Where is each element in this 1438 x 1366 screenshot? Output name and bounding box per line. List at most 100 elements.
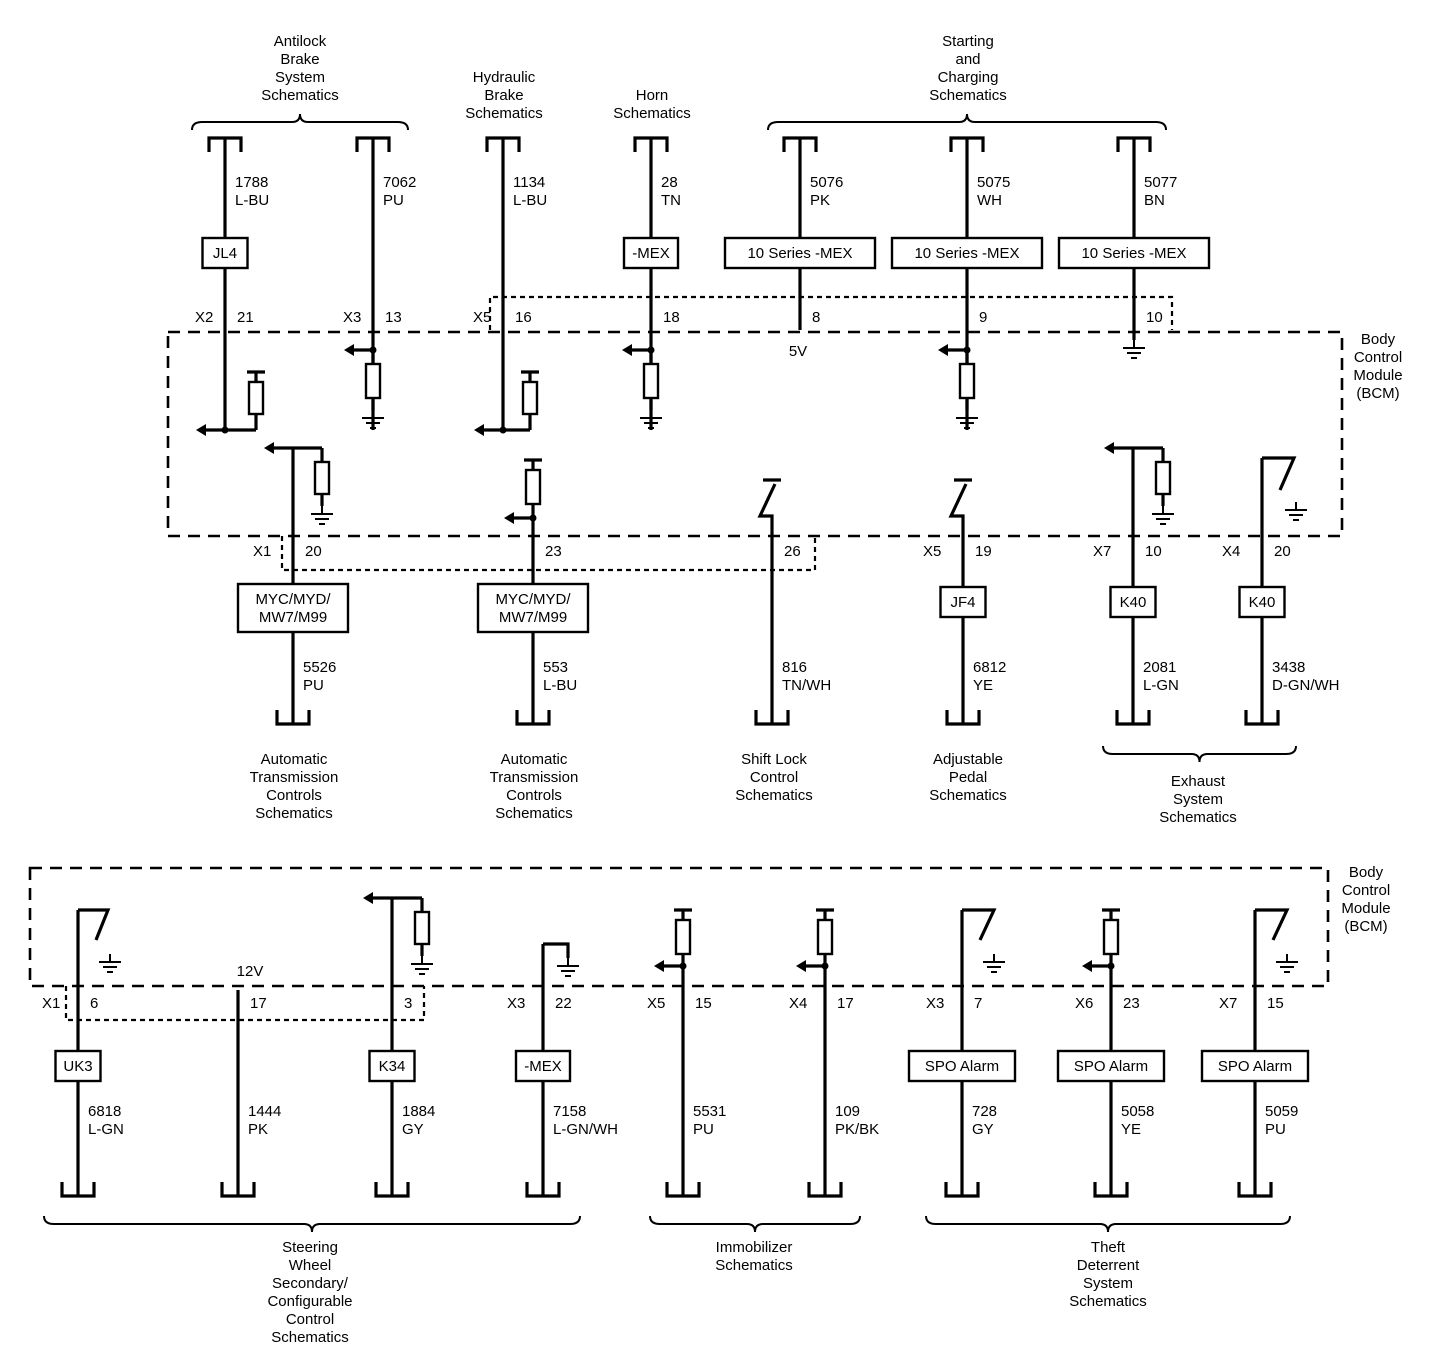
steering-label-line: Configurable [267, 1293, 352, 1310]
upper-wire-5076-color: PK [810, 192, 830, 209]
bottom-wire-6818-circuit: 6818 [88, 1103, 121, 1120]
bcm-label-top-line: Module [1353, 367, 1402, 384]
mex-ground-link [543, 942, 570, 958]
bottom-wire-1444-circuit: 1444 [248, 1103, 281, 1120]
x3-13-resistor [364, 362, 382, 400]
steering-label-line: Wheel [289, 1257, 332, 1274]
bottom-wire-6818-color: L-GN [88, 1121, 124, 1138]
x5-16-arrow [474, 424, 484, 436]
shift-lock-label-line: Shift Lock [741, 751, 807, 768]
upper-wire-5077-option-text: 10 Series -MEX [1081, 245, 1186, 262]
abs-group-brace [191, 113, 409, 131]
x4-17-resistor [816, 918, 834, 956]
bottom-wire-6818-connector [60, 1182, 96, 1198]
upper-wire-5076-pin: 8 [812, 309, 820, 326]
atc1-label-line: Automatic [261, 751, 328, 768]
pin23-resistor [524, 468, 542, 506]
lower-wire-3438-conn: X4 [1222, 543, 1240, 560]
pedal-label-line: Adjustable [933, 751, 1003, 768]
pedal-switch [948, 483, 968, 520]
upper-wire-28-option-text: -MEX [632, 245, 670, 262]
theft-group-brace [925, 1215, 1291, 1233]
bottom-wire-5058-option-box [1056, 1049, 1166, 1083]
starting-charging-label-line: and [955, 51, 980, 68]
bottom-wire-1444-pin: 17 [250, 995, 267, 1012]
lower-wire-6812-option-box [939, 585, 987, 619]
pin20-arrow [264, 442, 274, 454]
bottom-wire-5059-circuit: 5059 [1265, 1103, 1298, 1120]
bottom-wire-109-connector [807, 1182, 843, 1198]
upper-wire-5077-circuit: 5077 [1144, 174, 1177, 191]
bcm-label-bottom-line: Control [1342, 882, 1390, 899]
lower-wire-3438-color: D-GN/WH [1272, 677, 1340, 694]
x1-connector-group [280, 536, 817, 572]
bottom-wire-5531-connector [665, 1182, 701, 1198]
bottom-wire-5531-color: PU [693, 1121, 714, 1138]
atc1-label-line: Controls [266, 787, 322, 804]
lower-wire-5526-option-text: MYC/MYD/ [256, 591, 332, 608]
bottom-wire-7158-option-text: -MEX [524, 1058, 562, 1075]
lower-wire-2081-option-box [1109, 585, 1157, 619]
lower-wire-816-connector [754, 710, 790, 726]
x5-15-resistor [674, 918, 692, 956]
upper-wire-7062-circuit: 7062 [383, 174, 416, 191]
upper-wire-7062-pin: 13 [385, 309, 402, 326]
bottom-wire-7158-option-box [514, 1049, 572, 1083]
lower-wire-553-circuit: 553 [543, 659, 568, 676]
upper-wire-1788-pin: 21 [237, 309, 254, 326]
bottom-wire-5531-pin: 15 [695, 995, 712, 1012]
immobilizer-label-line: Schematics [715, 1257, 793, 1274]
bcm-boundary-top [166, 330, 1344, 538]
lower-wire-553-pin: 23 [545, 543, 562, 560]
theft-label-line: System [1083, 1275, 1133, 1292]
bottom-wire-6818-conn: X1 [42, 995, 60, 1012]
bcm-boundary-bottom [28, 866, 1330, 988]
bottom-wire-5059-option-box [1200, 1049, 1310, 1083]
k34-resistor [413, 910, 431, 946]
lower-wire-6812-pin: 19 [975, 543, 992, 560]
abs-schematics-label-line: Brake [280, 51, 319, 68]
upper-wire-1788-conn: X2 [195, 309, 213, 326]
bottom-wire-7158-color: L-GN/WH [553, 1121, 618, 1138]
bottom-wire-5058-circuit: 5058 [1121, 1103, 1154, 1120]
x6-23-node [1107, 962, 1115, 970]
pedal-label-line: Schematics [929, 787, 1007, 804]
lower-wire-3438-option-box [1238, 585, 1286, 619]
abs-schematics-label-line: System [275, 69, 325, 86]
lower-wire-2081-connector [1115, 710, 1151, 726]
theft-label-line: Theft [1091, 1239, 1126, 1256]
bcm-label-top-line: Body [1361, 331, 1396, 348]
starting-charging-label-line: Schematics [929, 87, 1007, 104]
upper-wire-5075-option-text: 10 Series -MEX [914, 245, 1019, 262]
lower-wire-2081-color: L-GN [1143, 677, 1179, 694]
lower-wire-816-color: TN/WH [782, 677, 831, 694]
bottom-wire-5059-connector [1237, 1182, 1273, 1198]
theft-label-line: Schematics [1069, 1293, 1147, 1310]
upper-wire-1788-circuit: 1788 [235, 174, 268, 191]
lower-wire-3438-connector [1244, 710, 1280, 726]
x5-15-arrow [654, 960, 664, 972]
bcm-label-bottom-line: Body [1349, 864, 1384, 881]
jl4-resistor [247, 380, 265, 416]
pedal-label-line: Pedal [949, 769, 987, 786]
lower-wire-816-pin: 26 [784, 543, 801, 560]
upper-wire-5076-option-box [723, 236, 877, 270]
lower-wire-6812-circuit: 6812 [973, 659, 1006, 676]
upper-wire-5075-circuit: 5075 [977, 174, 1010, 191]
lower-wire-5526-option-text: MW7/M99 [259, 609, 327, 626]
lower-wire-3438-circuit: 3438 [1272, 659, 1305, 676]
lower-wire-5526-pin: 20 [305, 543, 322, 560]
bottom-wire-6818-pin: 6 [90, 995, 98, 1012]
bottom-wire-728-connector [944, 1182, 980, 1198]
bottom-wire-1884-option-box [368, 1049, 416, 1083]
lower-wire-553-option-box [476, 582, 590, 634]
lower-wire-5526-color: PU [303, 677, 324, 694]
lower-wire-5526-option-box [236, 582, 350, 634]
bottom-wire-5059-pin: 15 [1267, 995, 1284, 1012]
abs-schematics-label-line: Antilock [274, 33, 327, 50]
hydraulic-brake-label-line: Schematics [465, 105, 543, 122]
bottom-wire-5059-color: PU [1265, 1121, 1286, 1138]
upper-wire-28-circuit: 28 [661, 174, 678, 191]
bottom-wire-109-conn: X4 [789, 995, 807, 1012]
uk3-switch [78, 908, 111, 941]
